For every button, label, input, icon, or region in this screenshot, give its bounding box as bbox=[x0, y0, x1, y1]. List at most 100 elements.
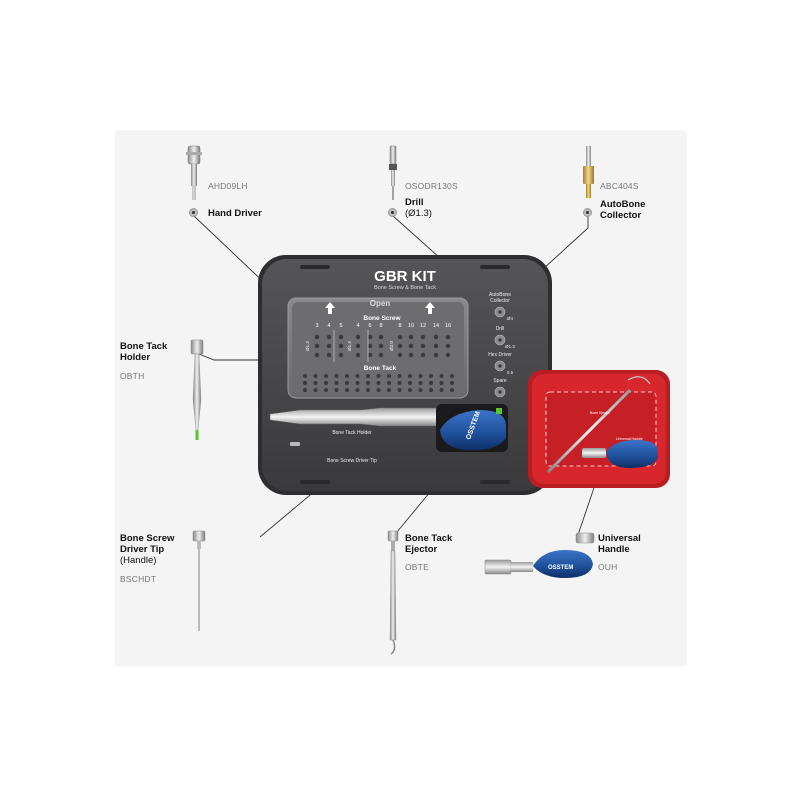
tack-hole bbox=[324, 381, 328, 385]
tack-hole bbox=[439, 388, 444, 392]
tack-hole bbox=[387, 374, 391, 378]
screw-hole bbox=[314, 334, 320, 340]
tack-hole bbox=[355, 381, 360, 385]
side-slot-value: Ø1.3 bbox=[505, 344, 515, 349]
screw-size-label: 8 bbox=[379, 323, 382, 329]
screw-hole bbox=[326, 343, 332, 349]
side-slot-value: 0.5 bbox=[507, 370, 514, 375]
screw-diameter-label: Ø1.4 bbox=[347, 341, 352, 351]
screw-hole bbox=[367, 352, 373, 358]
screw-hole bbox=[338, 343, 344, 349]
tack-hole bbox=[345, 381, 349, 385]
side-slot-label: AutoBone bbox=[489, 292, 511, 298]
tack-hole bbox=[366, 388, 370, 392]
tack-hole bbox=[439, 374, 444, 378]
bone-tack-ejector-code: OBTE bbox=[405, 562, 429, 572]
screw-hole bbox=[338, 334, 344, 340]
screw-size-label: 4 bbox=[327, 323, 330, 329]
screw-hole bbox=[445, 352, 451, 358]
screw-hole bbox=[433, 343, 439, 349]
tack-hole bbox=[429, 381, 433, 385]
tack-hole bbox=[376, 381, 381, 385]
screw-size-label: 5 bbox=[339, 323, 342, 329]
screw-hole bbox=[314, 352, 320, 358]
side-slot-label: Collector bbox=[490, 298, 510, 304]
handle-brand-text: OSSTEM bbox=[548, 565, 573, 571]
screw-size-label: 8 bbox=[398, 323, 401, 329]
screw-hole bbox=[338, 352, 344, 358]
bone-tack-ejector-instrument bbox=[387, 530, 399, 655]
tack-hole bbox=[366, 381, 370, 385]
kit-bone-tack-label: Bone Tack bbox=[364, 365, 397, 372]
tack-hole bbox=[355, 374, 360, 378]
screw-hole bbox=[355, 343, 361, 349]
tack-hole bbox=[303, 374, 307, 378]
kit-subtitle: Bone Screw & Bone Tack bbox=[374, 285, 436, 291]
screw-hole bbox=[433, 334, 439, 340]
tack-hole bbox=[366, 374, 370, 378]
screw-hole bbox=[326, 334, 332, 340]
screw-hole bbox=[314, 343, 320, 349]
tack-hole bbox=[450, 381, 454, 385]
screw-hole bbox=[433, 352, 439, 358]
screw-hole bbox=[378, 352, 384, 358]
tack-hole bbox=[408, 388, 412, 392]
hand-driver-instrument bbox=[186, 145, 202, 200]
screw-hole bbox=[420, 334, 426, 340]
red-case-label2: Universal Handle bbox=[616, 437, 643, 441]
side-slot-center bbox=[498, 338, 502, 342]
screw-size-label: 10 bbox=[408, 323, 414, 329]
drill-instrument bbox=[389, 145, 397, 200]
screw-hole bbox=[355, 352, 361, 358]
tack-hole bbox=[345, 374, 349, 378]
side-slot-center bbox=[498, 364, 502, 368]
tack-hole bbox=[450, 388, 454, 392]
tack-hole bbox=[334, 374, 339, 378]
screw-hole bbox=[355, 334, 361, 340]
screw-hole bbox=[408, 352, 414, 358]
autobone-code: ABC404S bbox=[600, 181, 639, 191]
universal-handle-code: OUH bbox=[598, 562, 618, 572]
tack-hole bbox=[439, 381, 444, 385]
screw-hole bbox=[445, 343, 451, 349]
tack-hole bbox=[324, 374, 328, 378]
hand-driver-label: Hand Driver bbox=[208, 208, 262, 219]
screw-size-label: 4 bbox=[356, 323, 359, 329]
tack-hole bbox=[418, 381, 423, 385]
tack-hole bbox=[355, 388, 360, 392]
screw-hole bbox=[420, 343, 426, 349]
tack-hole bbox=[303, 381, 307, 385]
tack-hole bbox=[345, 388, 349, 392]
tack-hole bbox=[408, 381, 412, 385]
tack-hole bbox=[450, 374, 454, 378]
screw-size-label: 6 bbox=[368, 323, 371, 329]
screw-hole bbox=[367, 334, 373, 340]
tack-hole bbox=[397, 388, 402, 392]
kit-title: GBR KIT bbox=[374, 268, 436, 285]
screw-hole bbox=[378, 343, 384, 349]
screw-hole bbox=[408, 343, 414, 349]
drill-code: OSODR130S bbox=[405, 181, 458, 191]
screw-hole bbox=[367, 343, 373, 349]
screw-hole bbox=[397, 352, 403, 358]
side-slot-label: Spare bbox=[493, 378, 507, 384]
side-slot-label: Drill bbox=[496, 326, 505, 332]
bone-screw-driver-tip-instrument bbox=[192, 530, 206, 631]
side-slot-label: Hex Driver bbox=[488, 352, 512, 358]
screw-hole bbox=[420, 352, 426, 358]
screw-size-label: 3 bbox=[315, 323, 318, 329]
screw-hole bbox=[445, 334, 451, 340]
kit-open-label: Open bbox=[370, 299, 391, 308]
bone-tack-holder-instrument bbox=[190, 339, 204, 440]
tack-hole bbox=[313, 381, 318, 385]
autobone-marker-icon bbox=[583, 208, 592, 217]
tack-hole bbox=[408, 374, 412, 378]
screw-size-label: 16 bbox=[445, 323, 451, 329]
screw-hole bbox=[397, 334, 403, 340]
side-slot-value: Ø4 bbox=[507, 316, 514, 321]
